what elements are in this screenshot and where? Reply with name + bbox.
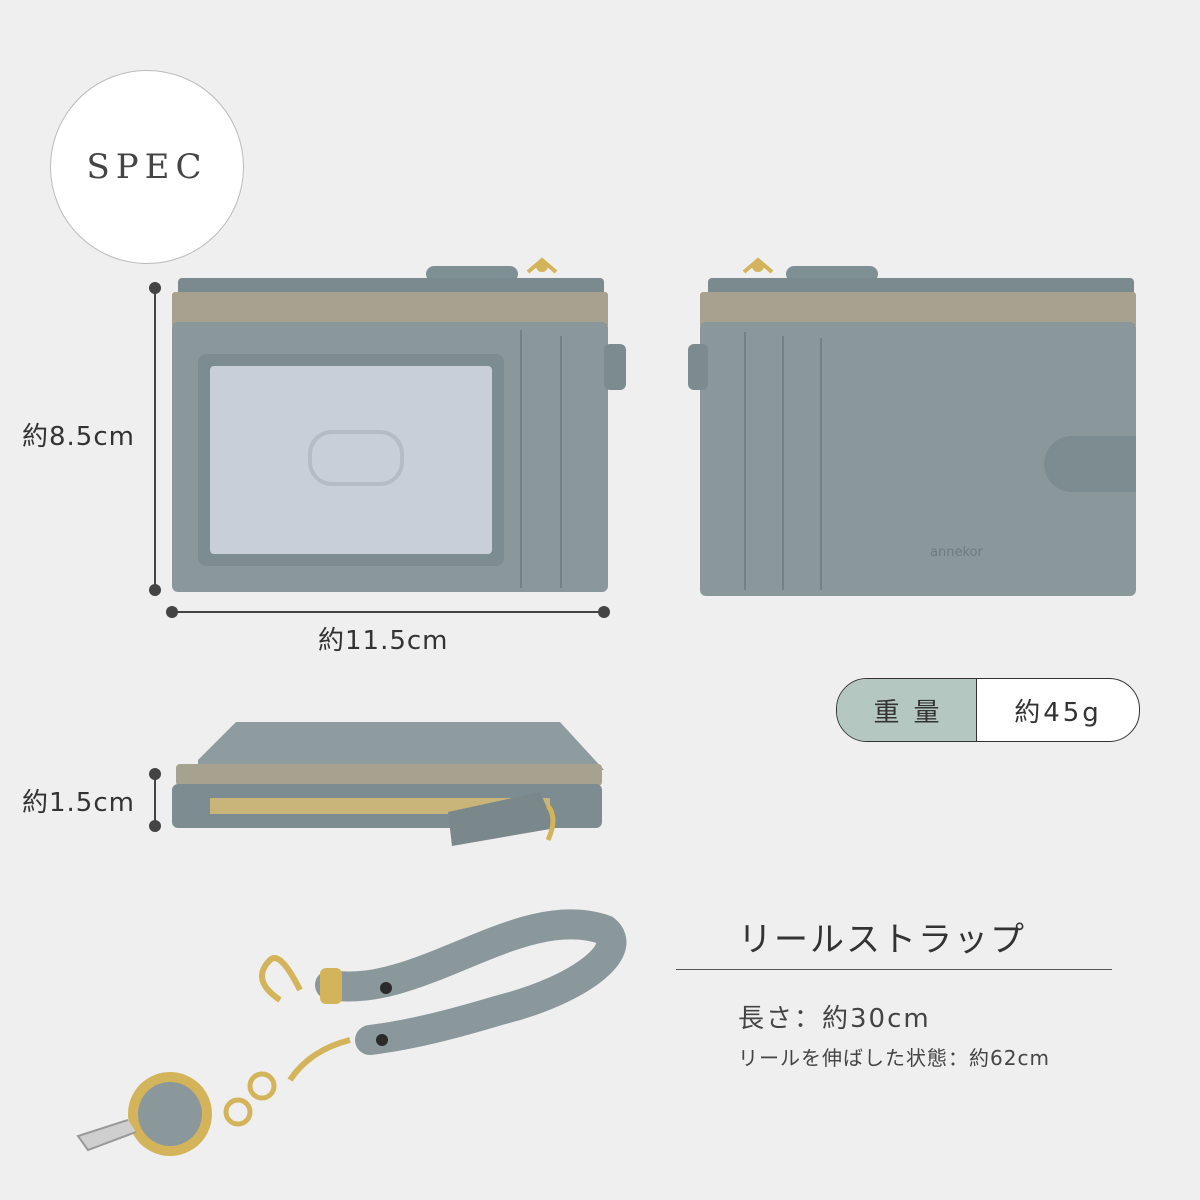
- weight-value: 約45g: [1014, 697, 1102, 728]
- height-dim-bottom-dot: [149, 584, 161, 596]
- spec-badge: SPEC: [50, 70, 244, 264]
- brand-text: annekor: [930, 545, 983, 560]
- width-dim-right-dot: [598, 606, 610, 618]
- width-dimension-label: 約11.5cm: [318, 626, 449, 656]
- card-case-back-image: annekor: [688, 257, 1136, 596]
- strap-divider: [676, 969, 1112, 970]
- strap-extended-length: リールを伸ばした状態：約62cm: [738, 1046, 1050, 1070]
- card-case-front-image: [172, 257, 626, 592]
- strap-length: 長さ：約30cm: [738, 1004, 931, 1034]
- height-dimension-label: 約8.5cm: [22, 422, 135, 452]
- weight-pill: 重量 約45g: [836, 678, 1140, 742]
- weight-label: 重量: [837, 679, 977, 741]
- depth-dimension-label: 約1.5cm: [22, 788, 135, 818]
- depth-dim-bottom-dot: [149, 820, 161, 832]
- strap-title: リールストラップ: [738, 920, 1026, 960]
- spec-label: SPEC: [86, 147, 208, 187]
- reel-strap-image: [76, 909, 627, 1156]
- depth-dim-line: [154, 774, 156, 826]
- card-case-side-image: [172, 722, 604, 846]
- width-dim-line: [172, 611, 604, 613]
- height-dim-line: [154, 288, 156, 590]
